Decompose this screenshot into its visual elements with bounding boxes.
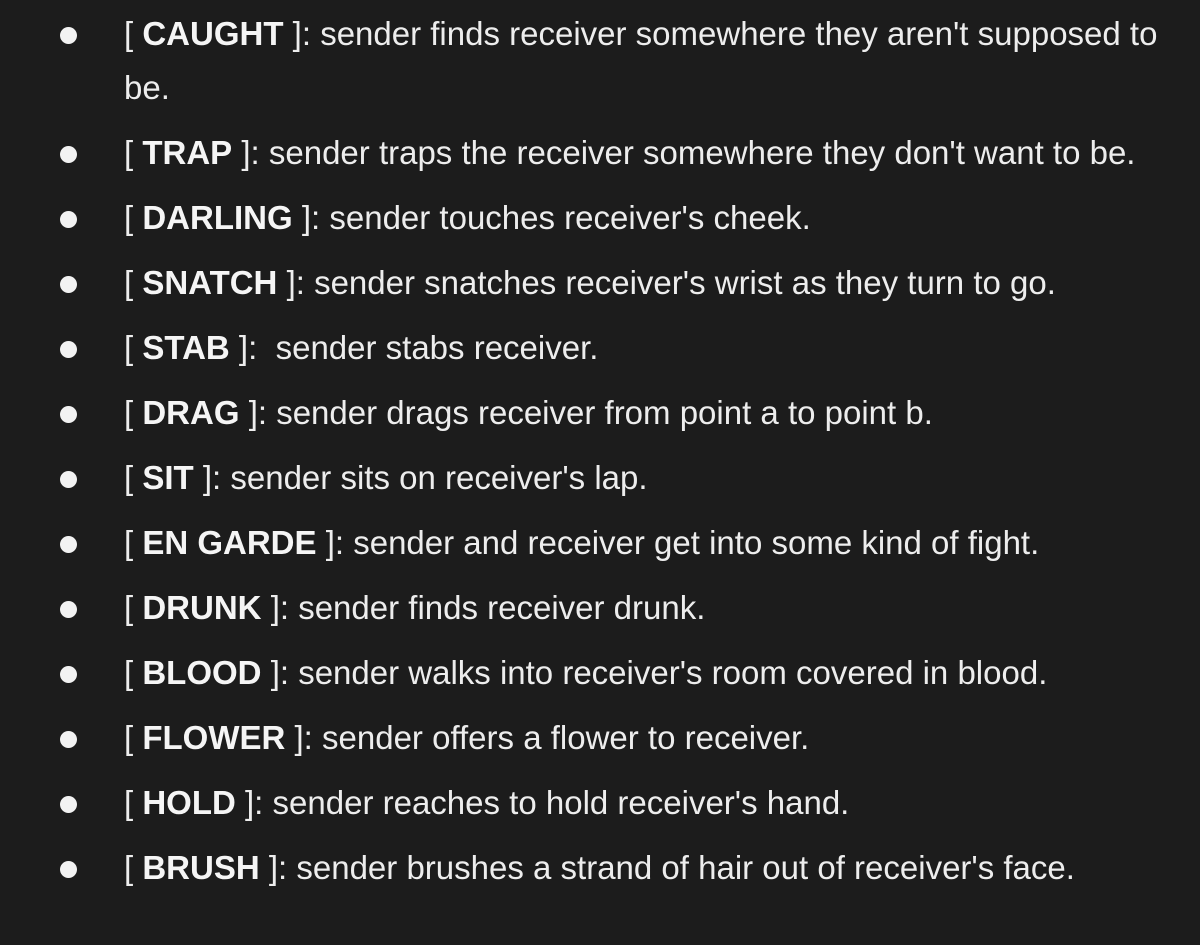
separator: ]: (202, 459, 231, 496)
prompt-keyword: STAB (142, 329, 230, 366)
open-bracket: [ (124, 589, 143, 626)
list-item: [ TRAP ]: sender traps the receiver some… (60, 126, 1160, 180)
prompt-description: sender sits on receiver's lap. (230, 459, 648, 496)
open-bracket: [ (124, 719, 143, 756)
list-item: [ HOLD ]: sender reaches to hold receive… (60, 776, 1160, 830)
separator: ]: (238, 329, 276, 366)
separator: ]: (286, 264, 315, 301)
separator: ]: (270, 589, 299, 626)
open-bracket: [ (124, 784, 143, 821)
separator: ]: (325, 524, 354, 561)
open-bracket: [ (124, 459, 143, 496)
open-bracket: [ (124, 15, 143, 52)
prompt-keyword: SNATCH (142, 264, 278, 301)
prompt-description: sender drags receiver from point a to po… (276, 394, 933, 431)
prompt-description: sender traps the receiver somewhere they… (268, 134, 1136, 171)
bullet-icon (60, 276, 77, 293)
bullet-icon (60, 27, 77, 44)
close-bracket (262, 589, 271, 626)
list-item: [ BLOOD ]: sender walks into receiver's … (60, 646, 1160, 700)
prompt-keyword: FLOWER (142, 719, 286, 756)
close-bracket (284, 15, 293, 52)
prompt-description: sender finds receiver drunk. (298, 589, 706, 626)
prompt-keyword: CAUGHT (142, 15, 284, 52)
prompt-description: sender reaches to hold receiver's hand. (272, 784, 850, 821)
bullet-icon (60, 796, 77, 813)
bullet-icon (60, 666, 77, 683)
prompt-description: sender brushes a strand of hair out of r… (296, 849, 1075, 886)
list-item: [ DARLING ]: sender touches receiver's c… (60, 191, 1160, 245)
close-bracket (293, 199, 302, 236)
list-item: [ FLOWER ]: sender offers a flower to re… (60, 711, 1160, 765)
separator: ]: (294, 719, 323, 756)
close-bracket (230, 329, 239, 366)
list-item: [ DRAG ]: sender drags receiver from poi… (60, 386, 1160, 440)
open-bracket: [ (124, 134, 143, 171)
bullet-icon (60, 601, 77, 618)
list-item: [ SIT ]: sender sits on receiver's lap. (60, 451, 1160, 505)
bullet-icon (60, 341, 77, 358)
prompt-description: sender and receiver get into some kind o… (353, 524, 1040, 561)
close-bracket (194, 459, 203, 496)
open-bracket: [ (124, 524, 143, 561)
prompt-description: sender walks into receiver's room covere… (298, 654, 1048, 691)
prompt-keyword: DARLING (142, 199, 293, 236)
close-bracket (285, 719, 294, 756)
close-bracket (240, 394, 249, 431)
separator: ]: (248, 394, 277, 431)
prompt-keyword: SIT (142, 459, 194, 496)
list-item: [ SNATCH ]: sender snatches receiver's w… (60, 256, 1160, 310)
list-item: [ CAUGHT ]: sender finds receiver somewh… (60, 7, 1160, 115)
bullet-icon (60, 211, 77, 228)
close-bracket (232, 134, 241, 171)
list-item: [ STAB ]: sender stabs receiver. (60, 321, 1160, 375)
prompt-list: [ CAUGHT ]: sender finds receiver somewh… (60, 7, 1160, 895)
separator: ]: (292, 15, 321, 52)
list-item: [ DRUNK ]: sender finds receiver drunk. (60, 581, 1160, 635)
open-bracket: [ (124, 654, 143, 691)
close-bracket (262, 654, 271, 691)
prompt-keyword: HOLD (142, 784, 236, 821)
close-bracket (277, 264, 286, 301)
separator: ]: (301, 199, 330, 236)
close-bracket (317, 524, 326, 561)
list-item: [ EN GARDE ]: sender and receiver get in… (60, 516, 1160, 570)
prompt-description: sender finds receiver somewhere they are… (124, 15, 1158, 106)
separator: ]: (241, 134, 269, 171)
prompt-keyword: TRAP (142, 134, 233, 171)
prompt-description: sender offers a flower to receiver. (322, 719, 810, 756)
close-bracket (236, 784, 245, 821)
bullet-icon (60, 146, 77, 163)
prompt-keyword: DRAG (142, 394, 240, 431)
prompt-description: sender touches receiver's cheek. (329, 199, 811, 236)
bullet-icon (60, 536, 77, 553)
prompt-description: sender snatches receiver's wrist as they… (314, 264, 1056, 301)
open-bracket: [ (124, 199, 143, 236)
bullet-icon (60, 471, 77, 488)
prompt-keyword: BLOOD (142, 654, 262, 691)
open-bracket: [ (124, 394, 143, 431)
prompt-description: sender stabs receiver. (275, 329, 599, 366)
separator: ]: (270, 654, 299, 691)
separator: ]: (245, 784, 273, 821)
open-bracket: [ (124, 329, 143, 366)
prompt-keyword: EN GARDE (142, 524, 317, 561)
bullet-icon (60, 861, 77, 878)
list-item: [ BRUSH ]: sender brushes a strand of ha… (60, 841, 1160, 895)
close-bracket (260, 849, 269, 886)
prompt-keyword: BRUSH (142, 849, 260, 886)
bullet-icon (60, 731, 77, 748)
prompt-keyword: DRUNK (142, 589, 262, 626)
bullet-icon (60, 406, 77, 423)
open-bracket: [ (124, 849, 143, 886)
separator: ]: (268, 849, 297, 886)
open-bracket: [ (124, 264, 143, 301)
